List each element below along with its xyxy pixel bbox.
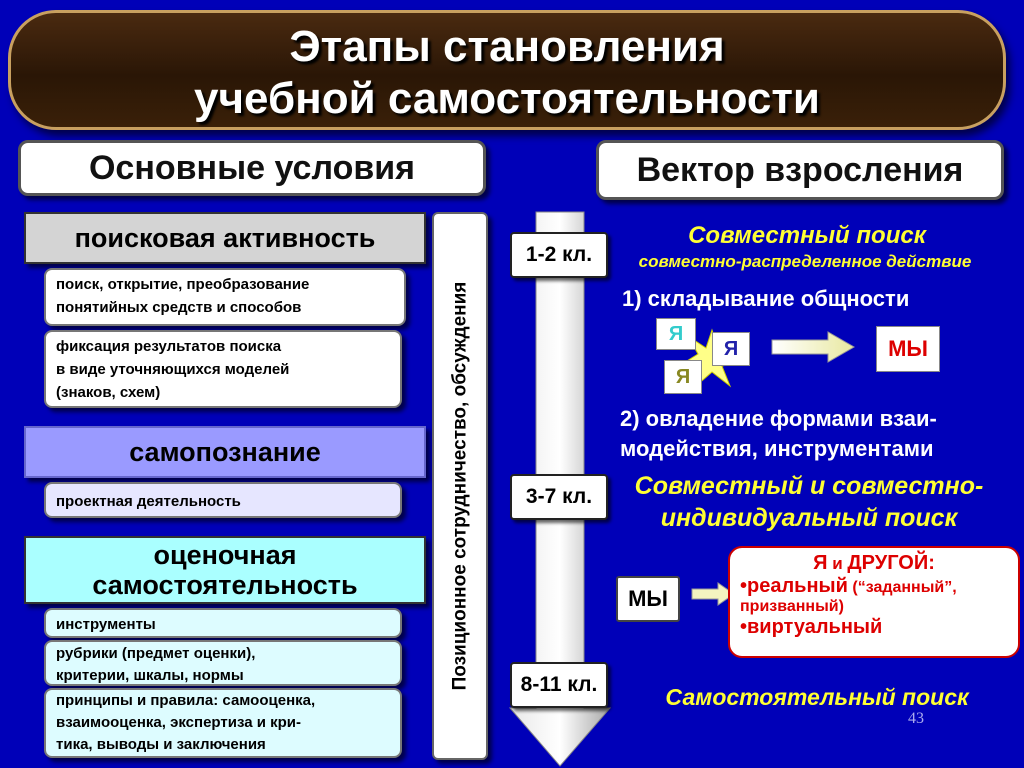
arrow-right-small-icon	[691, 582, 735, 606]
sub-rubrics: рубрики (предмет оценки), критерии, шкал…	[44, 640, 402, 686]
vertical-label: Позиционное сотрудничество, обсуждения	[449, 281, 471, 691]
bar-evaluative: оценочная самостоятельность	[24, 536, 426, 604]
bullet-real-c: призванный)	[740, 598, 844, 615]
stage2-line1: Совместный и совместно-	[634, 472, 984, 500]
ya-box-3: Я	[664, 360, 702, 394]
point2-line2: модействия, инструментами	[620, 436, 934, 461]
sub-line: инструменты	[56, 616, 156, 633]
slide-number: 43	[908, 710, 924, 727]
other-box: Я и ДРУГОЙ: •реальный (“заданный”, призв…	[728, 546, 1020, 658]
point2-line1: 2) овладение формами взаи-	[620, 406, 937, 431]
stage2-line2: индивидуальный поиск	[660, 504, 958, 532]
sub-search-1: поиск, открытие, преобразование понятийн…	[44, 268, 406, 326]
other-drugoi: ДРУГОЙ:	[847, 552, 935, 574]
bullet-real-a: •реальный	[740, 575, 848, 597]
vertical-label-wrap: Позиционное сотрудничество, обсуждения	[432, 212, 488, 760]
sub-line: тика, выводы и заключения	[56, 736, 266, 753]
bar-search-activity: поисковая активность	[24, 212, 426, 264]
sub-line: фиксация результатов поиска	[56, 338, 282, 355]
right-header: Вектор взросления	[596, 140, 1004, 200]
bullet-virtual: •виртуальный	[740, 616, 883, 638]
left-header: Основные условия	[18, 140, 486, 196]
other-and: и	[827, 554, 848, 573]
grade-3-7: 3-7 кл.	[510, 474, 608, 520]
sub-line: в виде уточняющихся моделей	[56, 361, 290, 378]
bullet-real: •реальный (“заданный”,	[740, 575, 1008, 598]
sub-line: принципы и правила: самооценка,	[56, 692, 316, 709]
other-box-title: Я и ДРУГОЙ:	[740, 552, 1008, 575]
sub-line: понятийных средств и способов	[56, 299, 302, 316]
stage1-subtitle: совместно-распределенное действие	[638, 252, 972, 271]
arrow-right-icon	[771, 331, 856, 363]
title-banner: Этапы становления учебной самостоятельно…	[8, 10, 1006, 130]
other-ya: Я	[813, 552, 828, 574]
sub-principles: принципы и правила: самооценка, взаимооц…	[44, 688, 402, 758]
sub-line: проектная деятельность	[56, 493, 241, 510]
sub-line: (знаков, схем)	[56, 384, 161, 401]
stage3-title: Самостоятельный поиск	[665, 684, 969, 710]
point1: 1) складывание общности	[622, 286, 910, 311]
sub-search-2: фиксация результатов поиска в виде уточн…	[44, 330, 402, 408]
stage2-title: Совместный и совместно- индивидуальный п…	[604, 470, 1014, 534]
ya-box-1: Я	[656, 318, 696, 350]
title-line-1: Этапы становления	[289, 22, 725, 71]
my-box-2: МЫ	[616, 576, 680, 622]
sub-line: взаимооценка, экспертиза и кри-	[56, 714, 301, 731]
bar-evaluative-line2: самостоятельность	[92, 570, 358, 600]
stage1-title: Совместный поиск	[688, 222, 926, 249]
sub-line: рубрики (предмет оценки),	[56, 645, 256, 662]
sub-tools: инструменты	[44, 608, 402, 638]
bar-self-knowledge: самопознание	[24, 426, 426, 478]
title-line-2: учебной самостоятельности	[194, 74, 820, 123]
sub-line: критерии, шкалы, нормы	[56, 667, 244, 684]
grade-8-11: 8-11 кл.	[510, 662, 608, 708]
sub-line: поиск, открытие, преобразование	[56, 276, 310, 293]
vertical-box	[432, 212, 488, 760]
bullet-real-b: (“заданный”,	[847, 579, 957, 596]
bar-evaluative-line1: оценочная	[153, 540, 297, 570]
ya-box-2: Я	[712, 332, 750, 366]
point2: 2) овладение формами взаи- модействия, и…	[620, 404, 937, 464]
grade-1-2: 1-2 кл.	[510, 232, 608, 278]
sub-project: проектная деятельность	[44, 482, 402, 518]
my-box: МЫ	[876, 326, 940, 372]
